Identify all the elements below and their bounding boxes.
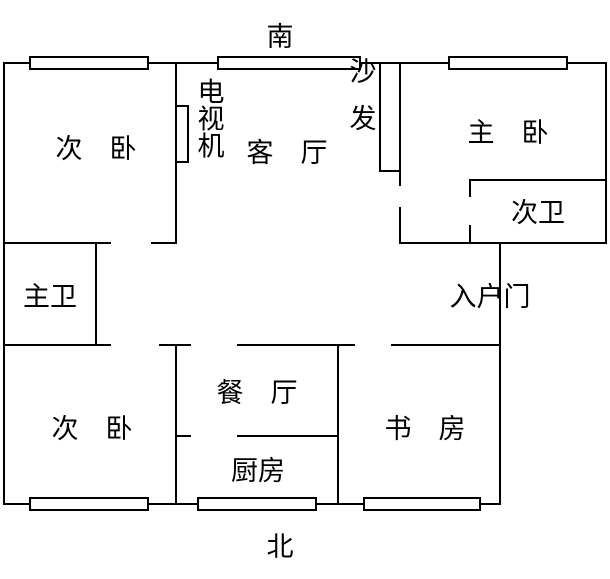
window-south-3 xyxy=(448,56,568,70)
label-second-bathroom: 次卫 xyxy=(511,198,565,229)
furniture xyxy=(175,62,401,172)
label-kitchen: 厨房 xyxy=(231,456,285,487)
window-north-1 xyxy=(29,497,149,511)
sofa-shape xyxy=(379,62,401,172)
compass-north: 北 xyxy=(267,532,294,563)
label-entrance-door: 入户门 xyxy=(450,282,531,313)
tv-cabinet xyxy=(175,105,189,163)
window-north-2 xyxy=(197,497,317,511)
compass-south: 南 xyxy=(267,22,294,53)
window-north-3 xyxy=(363,497,481,511)
windows xyxy=(29,56,568,511)
window-south-1 xyxy=(29,56,149,70)
label-living-room: 客 厅 xyxy=(247,138,328,169)
label-sofa: 沙发 xyxy=(345,57,377,151)
label-second-bedroom-top: 次 卧 xyxy=(56,134,137,165)
label-master-bathroom: 主卫 xyxy=(23,282,77,313)
label-study: 书 房 xyxy=(385,414,466,445)
label-second-bedroom-bottom: 次 卧 xyxy=(52,414,133,445)
label-dining-room: 餐 厅 xyxy=(217,378,298,409)
label-master-bedroom: 主 卧 xyxy=(468,118,549,149)
window-south-2 xyxy=(217,56,361,70)
label-tv: 电视机 xyxy=(193,77,225,158)
labels: 南 北 次 卧 电视机 客 厅 沙发 主 卧 次卫 主卫 入户门 次 卧 餐 厅… xyxy=(23,22,565,563)
